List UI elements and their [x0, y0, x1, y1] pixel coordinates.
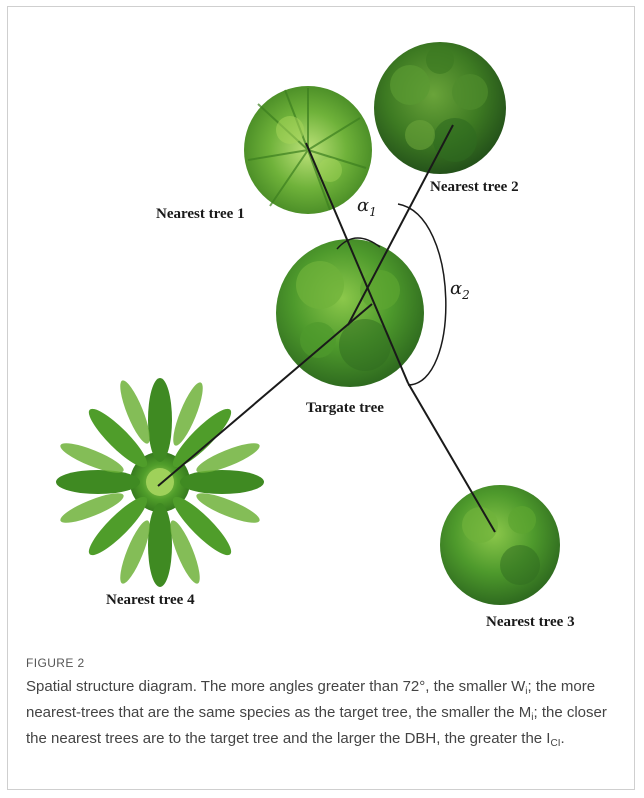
svg-text:α2: α2	[450, 278, 470, 302]
label-nearest-tree-1: Nearest tree 1	[156, 206, 245, 222]
label-target-tree: Targate tree	[306, 400, 384, 416]
target-tree-icon	[276, 239, 424, 387]
figure-caption-text: Spatial structure diagram. The more angl…	[26, 676, 622, 754]
figure-caption-heading: FIGURE 2	[26, 656, 85, 670]
label-nearest-tree-2: Nearest tree 2	[430, 179, 519, 195]
angle-label-alpha1: α1	[357, 195, 377, 219]
caption-sub-3: CI	[550, 738, 560, 749]
svg-text:α1: α1	[357, 195, 377, 219]
caption-part-4: .	[560, 730, 564, 747]
caption-part-1: Spatial structure diagram. The more angl…	[26, 678, 525, 695]
label-nearest-tree-3: Nearest tree 3	[486, 614, 575, 630]
line-target-to-tree3	[408, 383, 495, 532]
nearest-tree-4-icon	[56, 377, 264, 587]
angle-label-alpha2: α2	[450, 278, 470, 302]
spatial-structure-diagram: α1 α2 Nearest tree 1 Nearest tree 2 Targ…	[0, 0, 644, 650]
label-nearest-tree-4: Nearest tree 4	[106, 592, 195, 608]
nearest-tree-2-icon	[374, 42, 506, 174]
nearest-tree-3-icon	[440, 485, 560, 605]
